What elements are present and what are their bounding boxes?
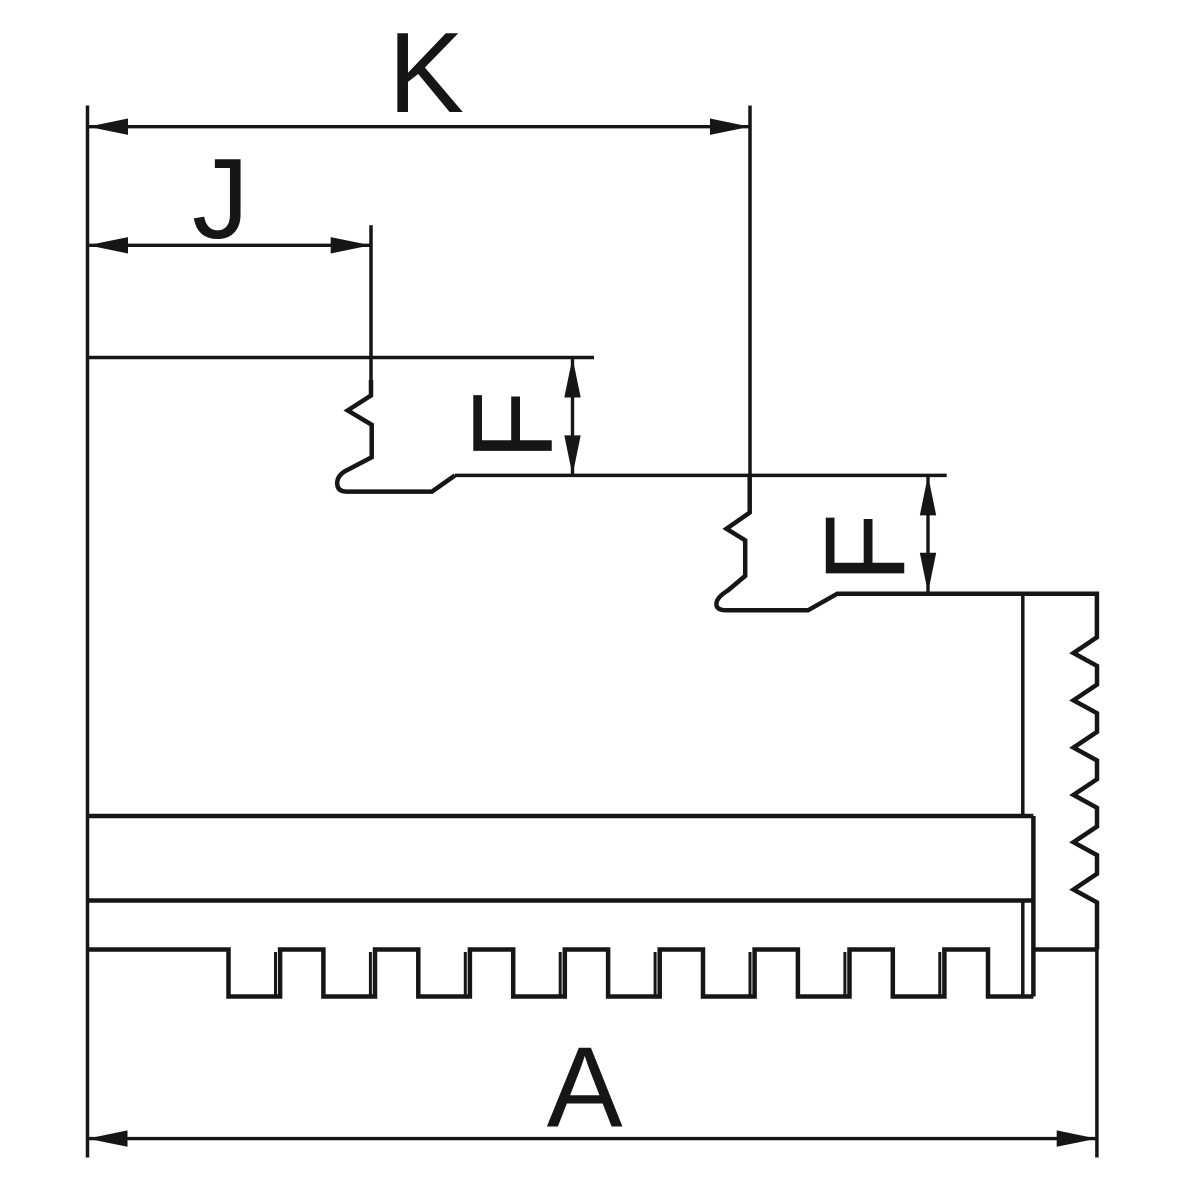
svg-text:F: F [450,391,577,461]
svg-text:K: K [388,10,464,137]
svg-text:F: F [803,513,930,583]
svg-text:A: A [547,1024,623,1151]
svg-text:J: J [192,136,249,263]
